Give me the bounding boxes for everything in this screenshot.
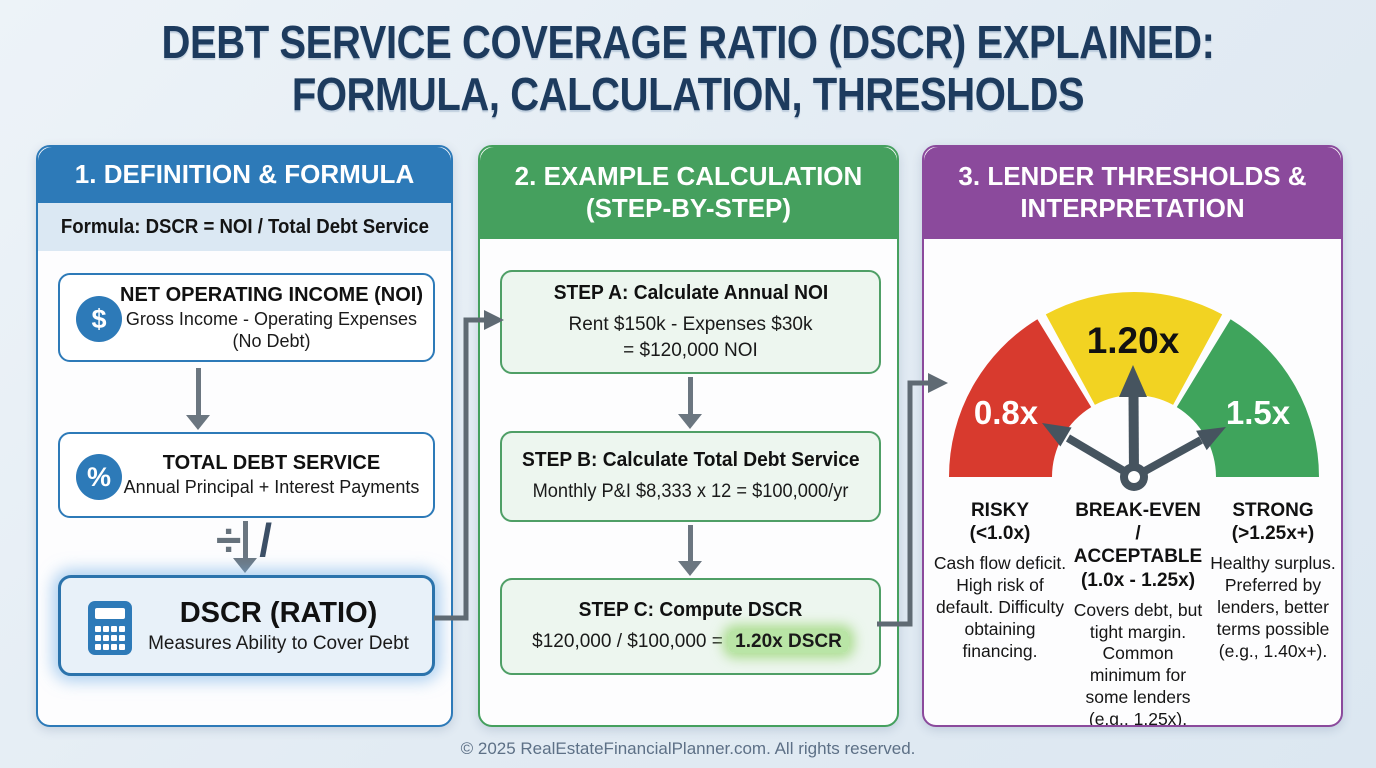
panel-thresholds-body: 3. LENDER THRESHOLDS & INTERPRETATION 0.…: [924, 147, 1341, 725]
panel-lender-thresholds: 3. LENDER THRESHOLDS & INTERPRETATION 0.…: [922, 145, 1343, 727]
dollar-icon: $: [76, 296, 122, 342]
tds-title: TOTAL DEBT SERVICE: [162, 452, 381, 475]
threshold-strong-body: Healthy surplus. Preferred by lenders, b…: [1210, 553, 1336, 661]
step-b-title: STEP B: Calculate Total Debt Service: [521, 449, 860, 472]
step-c-body: $120,000 / $100,000 = 1.20x DSCR: [532, 629, 849, 654]
step-a-title: STEP A: Calculate Annual NOI: [553, 282, 828, 305]
formula-bar: Formula: DSCR = NOI / Total Debt Service: [38, 203, 451, 251]
down-arrow-icon: [232, 521, 258, 573]
step-a-body: Rent $150k - Expenses $30k = $120,000 NO…: [568, 314, 813, 361]
gauge-segment-acceptable: [1045, 292, 1223, 405]
threshold-breakeven-title: BREAK-EVEN / ACCEPTABLE (1.0x - 1.25x): [1073, 500, 1203, 591]
connector-stepc-to-gauge-arrow-icon: [877, 373, 948, 627]
noi-box: $ NET OPERATING INCOME (NOI) Gross Incom…: [58, 273, 435, 362]
dscr-gauge: 0.8x 1.20x 1.5x: [934, 287, 1334, 522]
gauge-svg: 0.8x 1.20x 1.5x: [949, 292, 1319, 491]
dscr-result-highlight: 1.20x DSCR: [728, 630, 849, 654]
page-title: DEBT SERVICE COVERAGE RATIO (DSCR) EXPLA…: [0, 16, 1376, 120]
down-arrow-icon: [677, 525, 703, 576]
step-b-body: Monthly P&I $8,333 x 12 = $100,000/yr: [532, 481, 849, 503]
panel-definition-body: 1. DEFINITION & FORMULA Formula: DSCR = …: [38, 147, 451, 725]
dscr-ratio-box: DSCR (RATIO) Measures Ability to Cover D…: [58, 575, 435, 676]
gauge-hub-center: [1128, 471, 1140, 483]
step-c-title: STEP C: Compute DSCR: [578, 599, 803, 622]
gauge-needle-main-head: [1119, 365, 1147, 397]
percent-icon: %: [76, 454, 122, 500]
gauge-needle-right-head: [1196, 427, 1226, 451]
noi-subtitle: Gross Income - Operating Expenses (No De…: [125, 309, 418, 351]
copyright-footer: © 2025 RealEstateFinancialPlanner.com. A…: [460, 739, 916, 758]
threshold-column-strong: STRONG (>1.25x+) Healthy surplus. Prefer…: [1207, 499, 1339, 663]
panel-thresholds-header: 3. LENDER THRESHOLDS & INTERPRETATION: [924, 147, 1341, 239]
tds-subtitle: Annual Principal + Interest Payments: [123, 477, 420, 498]
threshold-strong-title: STRONG (>1.25x+): [1231, 500, 1315, 545]
step-c-equation: $120,000 / $100,000 =: [532, 631, 729, 653]
page-title-line1: DEBT SERVICE COVERAGE RATIO (DSCR) EXPLA…: [161, 16, 1215, 68]
divide-icon: ÷: [216, 514, 242, 566]
total-debt-service-box: % TOTAL DEBT SERVICE Annual Principal + …: [58, 432, 435, 518]
panel-definition-header: 1. DEFINITION & FORMULA: [38, 147, 451, 203]
threshold-column-breakeven: BREAK-EVEN / ACCEPTABLE (1.0x - 1.25x) C…: [1070, 499, 1206, 725]
down-arrow-icon: [185, 368, 211, 430]
dscr-title: DSCR (RATIO): [179, 596, 378, 629]
dscr-subtitle: Measures Ability to Cover Debt: [148, 632, 409, 654]
panel-example-header: 2. EXAMPLE CALCULATION (STEP-BY-STEP): [480, 147, 897, 239]
threshold-risky-title: RISKY (<1.0x): [969, 500, 1031, 545]
gauge-needle-main: [1128, 391, 1139, 478]
division-symbols: ÷ /: [216, 517, 272, 563]
panel-example-calculation: 2. EXAMPLE CALCULATION (STEP-BY-STEP) ST…: [478, 145, 899, 727]
gauge-label-high: 1.5x: [1226, 394, 1291, 431]
noi-title: NET OPERATING INCOME (NOI): [120, 284, 423, 307]
calculator-icon: [88, 601, 132, 655]
connector-dscr-to-stepa-arrow-icon: [434, 310, 504, 621]
formula-text: Formula: DSCR = NOI / Total Debt Service: [60, 215, 429, 238]
threshold-column-risky: RISKY (<1.0x) Cash flow deficit. High ri…: [932, 499, 1068, 663]
step-b-box: STEP B: Calculate Total Debt Service Mon…: [500, 431, 881, 522]
threshold-risky-body: Cash flow deficit. High risk of default.…: [933, 553, 1067, 661]
down-arrow-icon: [677, 377, 703, 429]
step-c-box: STEP C: Compute DSCR $120,000 / $100,000…: [500, 578, 881, 675]
step-a-box: STEP A: Calculate Annual NOI Rent $150k …: [500, 270, 881, 374]
panel-example-body: 2. EXAMPLE CALCULATION (STEP-BY-STEP) ST…: [480, 147, 897, 725]
gauge-needle-left-head: [1042, 423, 1072, 447]
gauge-label-low: 0.8x: [974, 394, 1039, 431]
threshold-breakeven-body: Covers debt, but tight margin. Common mi…: [1073, 599, 1203, 725]
slash-icon: /: [259, 514, 273, 566]
panel-definition-formula: 1. DEFINITION & FORMULA Formula: DSCR = …: [36, 145, 453, 727]
page-title-line2: FORMULA, CALCULATION, THRESHOLDS: [291, 68, 1085, 120]
gauge-label-mid: 1.20x: [1087, 320, 1180, 361]
